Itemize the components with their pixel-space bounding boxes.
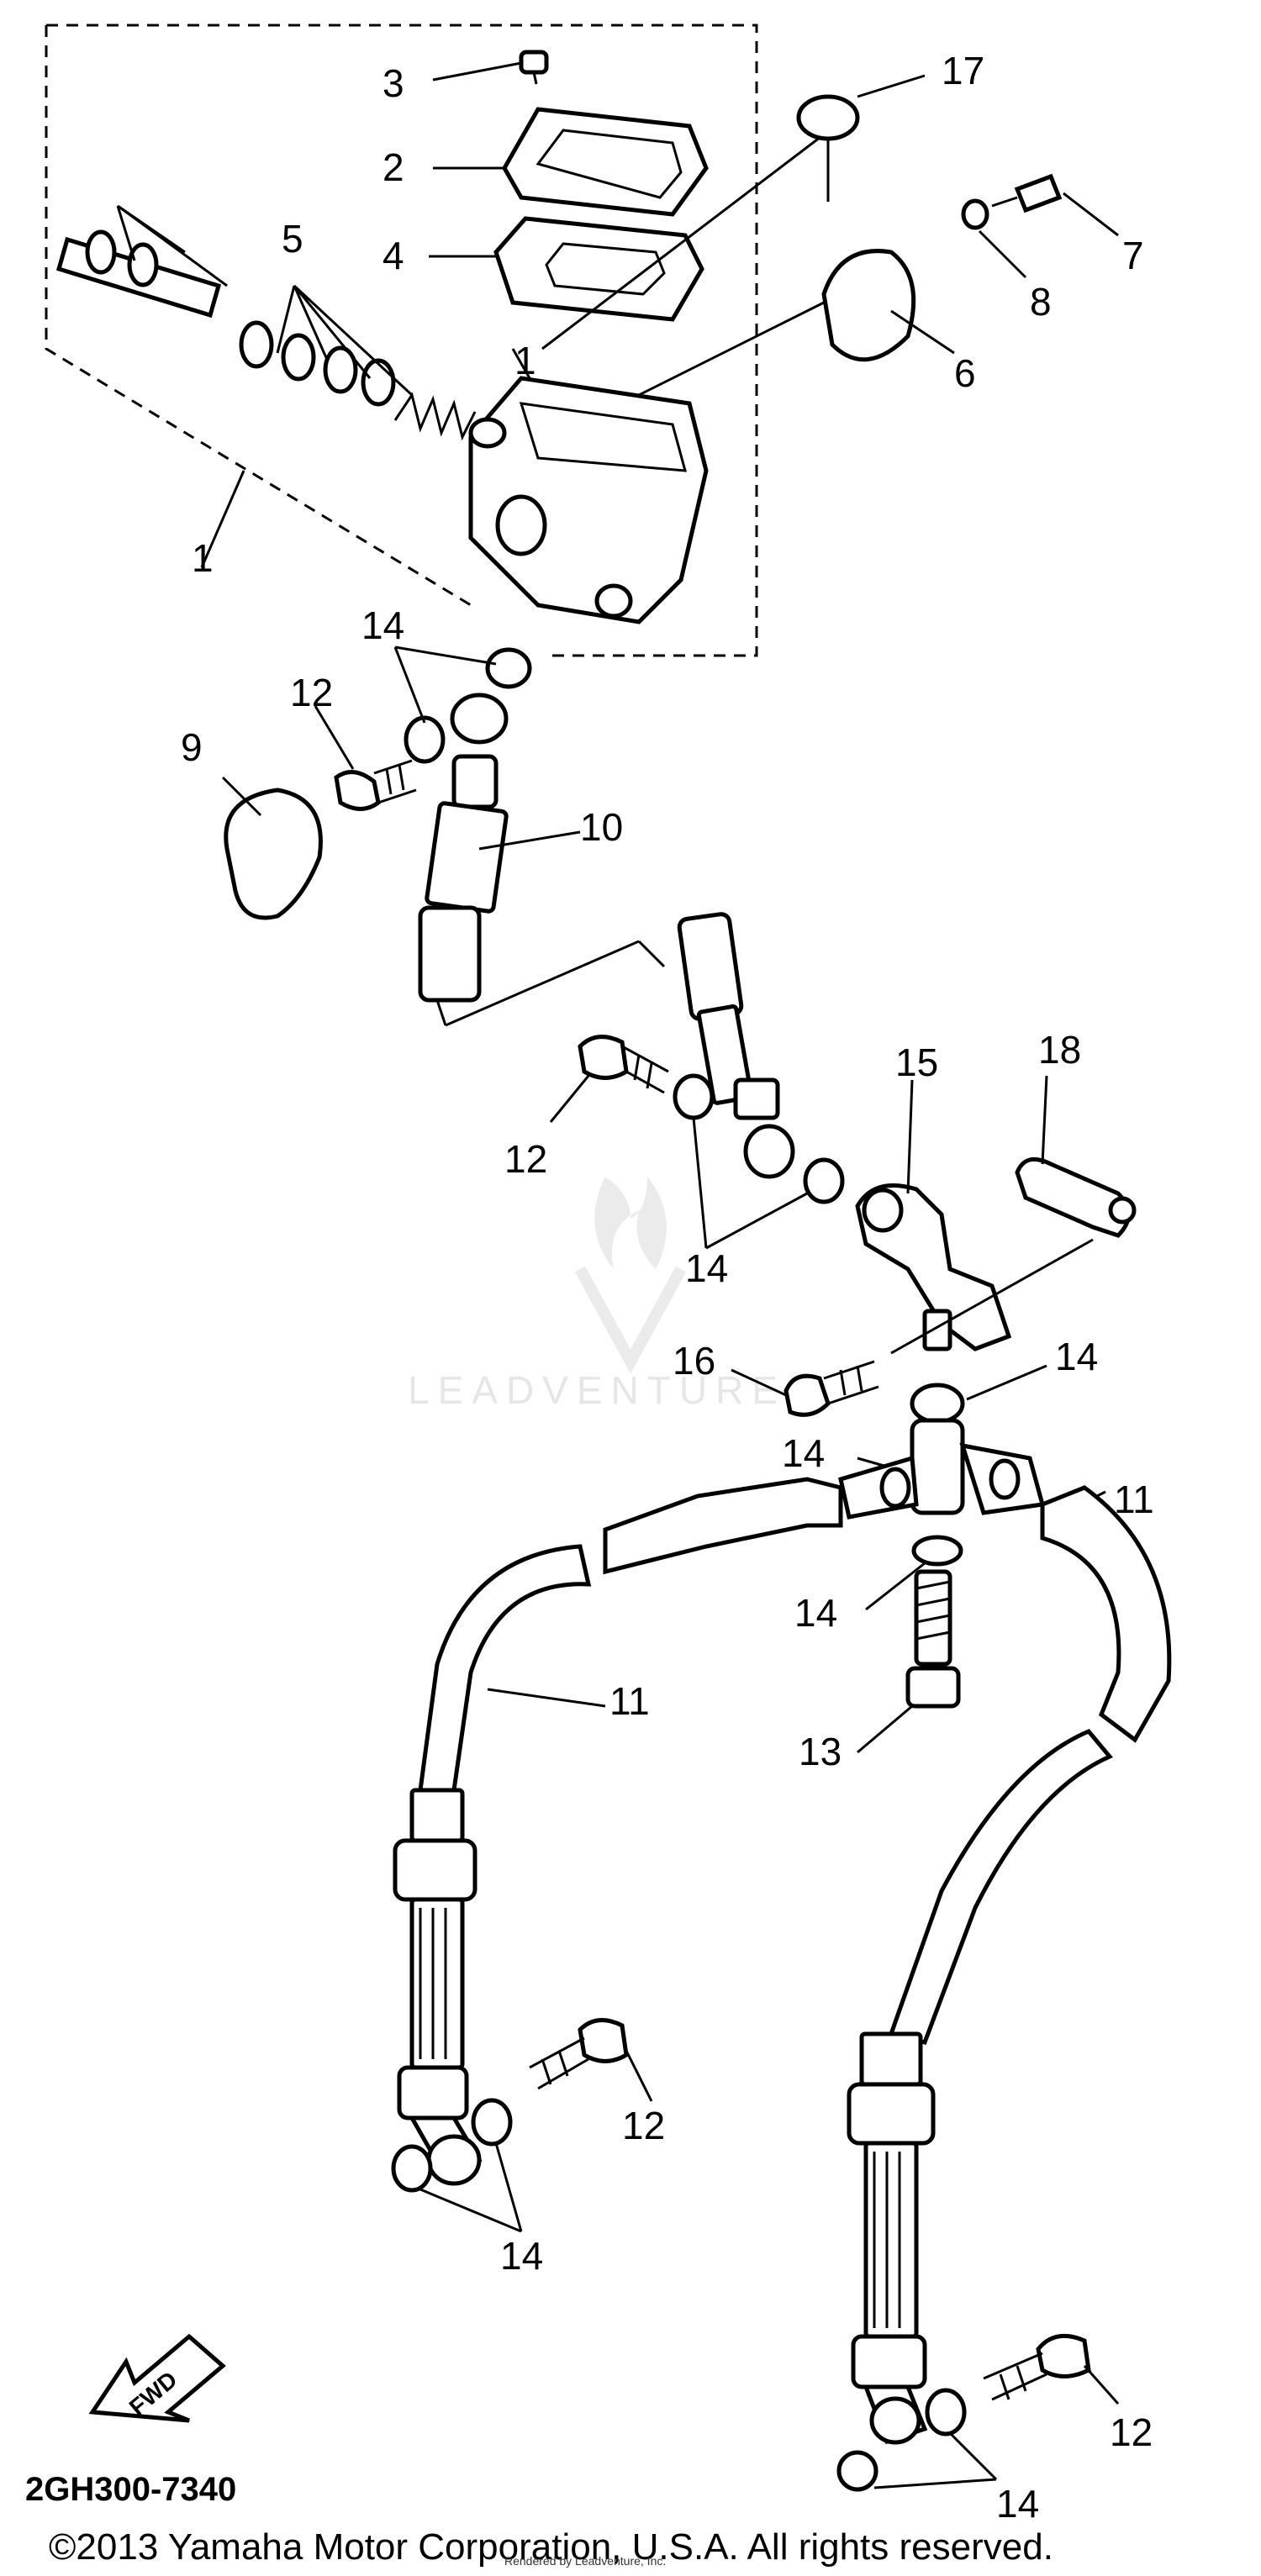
- rendered-by-credit: Rendered by Leadventure, Inc.: [504, 2554, 666, 2568]
- part-18-plate: [890, 1075, 1137, 1355]
- part-12-banjo-bolt-lower-left: [529, 2018, 653, 2102]
- part-13-union-bolt: [857, 1569, 961, 1754]
- part-14-washers-lower-right: [836, 2388, 998, 2492]
- callout-2: 2: [383, 145, 404, 189]
- callout-14-top: 14: [361, 603, 404, 647]
- callout-14-junction-mid: 14: [782, 1431, 825, 1475]
- part-7-bolt: [991, 173, 1119, 237]
- callout-17: 17: [942, 49, 984, 92]
- part-2-reservoir-cap: [433, 107, 709, 217]
- callout-6: 6: [954, 351, 976, 395]
- drawing-code: 2GH300-7340: [25, 2471, 236, 2508]
- callout-3: 3: [383, 61, 404, 105]
- callout-14-lower-left: 14: [500, 2234, 543, 2278]
- hose-junction-union: [838, 1418, 1046, 1520]
- callout-13: 13: [799, 1730, 842, 1773]
- part-11-brake-hose-left: [393, 1477, 1106, 2186]
- callout-14-junction-top: 14: [1055, 1335, 1098, 1378]
- callout-15: 15: [895, 1040, 938, 1084]
- part-14-washers-top: [393, 645, 532, 764]
- callout-14-mid: 14: [685, 1246, 728, 1290]
- fwd-arrow-icon: FWD: [88, 2333, 226, 2423]
- part-4-diaphragm: [429, 216, 704, 322]
- assembly-outline: [45, 24, 758, 657]
- callout-14-lower-right: 14: [996, 2482, 1039, 2526]
- callout-12-mid: 12: [504, 1137, 547, 1181]
- part-9-boot: [221, 776, 323, 920]
- part-10-brake-hose-upper: [418, 693, 581, 1003]
- watermark-text: LEADVENTURE: [408, 1368, 786, 1412]
- callout-9: 9: [181, 725, 203, 769]
- part-14-washers-lower-left: [391, 2098, 523, 2233]
- part-1-master-cylinder: [200, 133, 825, 624]
- callout-10: 10: [580, 805, 623, 849]
- callout-4: 4: [383, 234, 404, 277]
- part-8-washer: [961, 198, 1027, 279]
- callout-1-top: 1: [514, 339, 536, 382]
- leadventure-watermark: LEADVENTURE: [408, 1177, 786, 1412]
- callout-12-lower-right: 12: [1110, 2410, 1153, 2454]
- part-14-washers-mid: [673, 1073, 845, 1250]
- callout-14-junction-low: 14: [794, 1591, 837, 1635]
- part-5-piston-kit: [55, 204, 477, 441]
- part-10-brake-hose-lower: [677, 912, 795, 1179]
- part-12-banjo-bolt-top: [314, 705, 417, 811]
- part-16-bolt: [731, 1360, 879, 1417]
- copyright-notice: ©2013 Yamaha Motor Corporation, U.S.A. A…: [49, 2526, 1053, 2568]
- callout-5: 5: [282, 217, 303, 261]
- callout-11-left: 11: [609, 1679, 650, 1723]
- callout-8: 8: [1030, 280, 1052, 324]
- part-12-banjo-bolt-mid: [549, 1035, 669, 1123]
- part-3-screw: [432, 50, 549, 85]
- callout-11-right: 11: [1114, 1478, 1154, 1521]
- callout-12-lower-left: 12: [622, 2104, 665, 2147]
- part-11-brake-hose-right: [847, 1485, 1172, 2445]
- callout-16: 16: [673, 1339, 715, 1383]
- callout-1-left: 1: [192, 536, 214, 580]
- callout-18: 18: [1038, 1028, 1081, 1072]
- part-17-plug: [796, 74, 926, 202]
- callout-12-top: 12: [290, 671, 333, 714]
- hose-break-bracket: [435, 940, 666, 1027]
- part-15-hose-joint: [855, 1079, 1012, 1351]
- part-6-clamp: [638, 249, 955, 397]
- callout-7: 7: [1122, 234, 1144, 277]
- part-12-banjo-bolt-lower-right: [983, 2333, 1120, 2405]
